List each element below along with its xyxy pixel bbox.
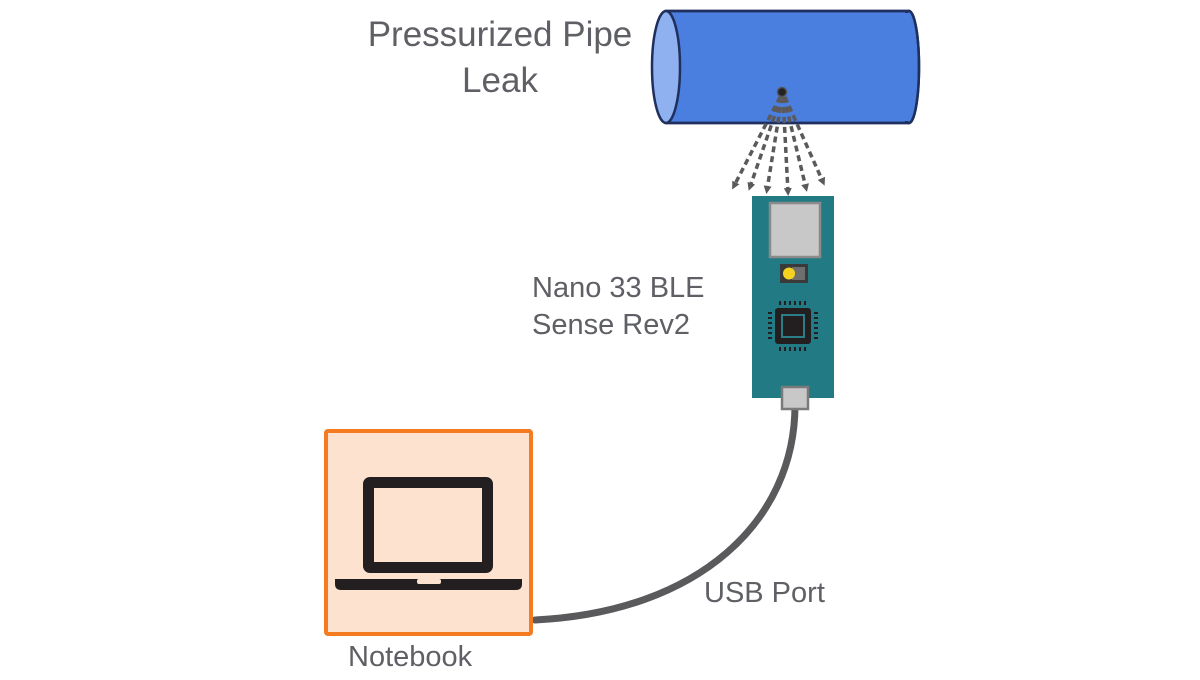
notebook-node — [324, 429, 533, 636]
usb-connector — [780, 385, 810, 411]
leak-hole — [776, 86, 788, 98]
board-label-line1: Nano 33 BLE — [532, 272, 705, 304]
board-label: Nano 33 BLE Sense Rev2 — [532, 270, 705, 344]
board-label-line2: Sense Rev2 — [532, 309, 690, 341]
pipe-label-line2: Leak — [462, 61, 538, 100]
board-led — [783, 267, 795, 280]
leak-arrow — [783, 96, 826, 186]
leak-arrow — [747, 96, 783, 191]
leak-arrow — [763, 96, 784, 194]
pipe-label: Pressurized Pipe Leak — [340, 12, 660, 104]
leak-arrow — [781, 96, 792, 196]
usb-cable — [531, 401, 799, 624]
leak-flow-arrows — [732, 96, 826, 196]
pipe-cylinder-icon — [650, 9, 921, 125]
laptop-icon — [335, 477, 522, 590]
leak-arrow — [732, 96, 782, 190]
board-chip — [768, 301, 818, 351]
pipe-label-line1: Pressurized Pipe — [367, 15, 633, 54]
usb-port-label: USB Port — [704, 577, 825, 609]
pipe-left-end — [650, 9, 682, 125]
leak-arrow — [782, 96, 809, 192]
microcontroller-board-icon — [752, 196, 834, 411]
board-module — [768, 201, 822, 259]
notebook-label: Notebook — [348, 641, 473, 673]
